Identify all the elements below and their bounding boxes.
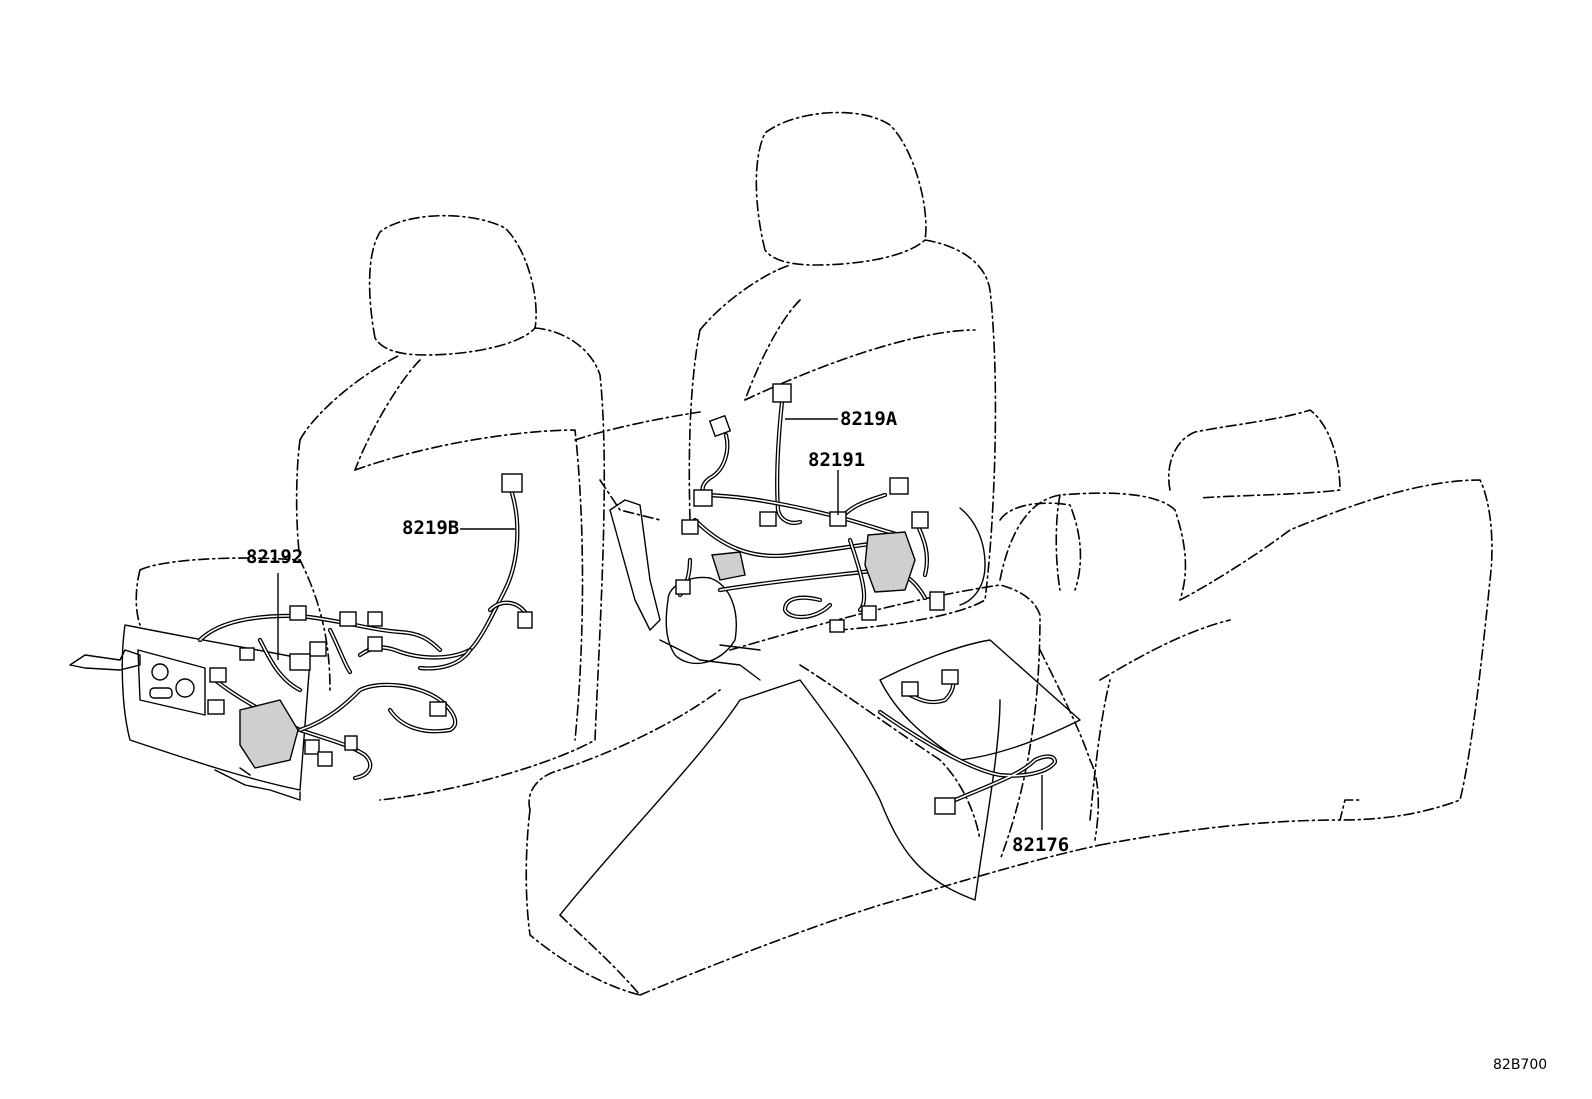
connector (517, 611, 533, 629)
left-seat-cushion-front (121, 624, 311, 791)
connector (675, 579, 691, 595)
center-seat-headrest (755, 111, 927, 266)
connector (889, 477, 909, 495)
center-seat-side-edge (959, 507, 986, 606)
connector (367, 636, 383, 652)
part-label-82192[interactable]: 82192 (246, 546, 304, 568)
left-seat-switch-lever (149, 687, 173, 699)
part-label-8219A[interactable]: 8219A (840, 408, 898, 430)
left-seat-switch-knob (175, 678, 195, 698)
part-label-8219B[interactable]: 8219B (402, 517, 460, 539)
rear-bench-lower-cushion (1039, 649, 1100, 841)
left-seat-switch-knob (151, 663, 169, 681)
rear-bench-front-panel (559, 679, 1001, 916)
connector (901, 681, 919, 697)
connector (708, 414, 732, 438)
connector (209, 667, 227, 683)
rear-bench-right-headrest (1168, 409, 1341, 499)
harness-82191 (675, 477, 945, 633)
rear-bench-center-console (799, 502, 1082, 841)
connector (344, 735, 358, 751)
rear-bench-right-back (999, 492, 1187, 601)
connector (304, 739, 320, 755)
left-seat-backrest-inner (354, 429, 584, 741)
center-seat-rail (609, 499, 661, 631)
connector (693, 489, 713, 507)
connector (289, 605, 307, 621)
rear-bench-armrest (729, 584, 1041, 861)
harness-82192 (197, 605, 458, 781)
left-seat-backrest (299, 327, 606, 801)
harness-8219B (357, 473, 533, 671)
center-seat-cushion-bolster (665, 576, 737, 665)
connector (829, 619, 845, 633)
connector (941, 669, 959, 685)
center-seat-backrest (699, 239, 997, 631)
connector (207, 699, 225, 715)
left-seat-switch-panel (137, 649, 206, 716)
left-seat-rail-lower (214, 767, 301, 801)
seat-ecu-block (239, 699, 299, 769)
connector (501, 473, 523, 493)
rear-bench-right-base (1089, 619, 1361, 846)
left-front-seat (69, 214, 606, 801)
figure-id: 82B700 (1493, 1057, 1548, 1073)
center-front-seat (574, 111, 997, 681)
connector (759, 511, 777, 527)
connector (934, 797, 956, 815)
harness-82176 (877, 669, 1058, 815)
harness-8219A (700, 383, 803, 525)
connector (339, 611, 357, 627)
connector (239, 647, 255, 661)
connector (429, 701, 447, 717)
rear-bench-outline (525, 689, 721, 996)
connector (681, 519, 699, 535)
center-seat-backrest-edge (688, 299, 976, 521)
connector (367, 611, 383, 627)
connector (289, 653, 311, 671)
part-label-82191[interactable]: 82191 (808, 449, 866, 471)
rear-bench-seat (525, 409, 1493, 996)
connector (929, 591, 945, 611)
connector (772, 383, 792, 403)
rear-bench-cushion (559, 844, 1101, 996)
connector (911, 511, 929, 529)
connector (861, 605, 877, 621)
console-lid-plate (879, 639, 1081, 761)
connector (309, 641, 327, 657)
left-seat-backrest-side (295, 359, 421, 561)
left-seat-cushion (135, 557, 331, 691)
connector (317, 751, 333, 767)
rear-bench-right-seatback (1179, 479, 1493, 821)
part-label-82176[interactable]: 82176 (1012, 834, 1070, 856)
seat-ecu-block (864, 531, 916, 593)
left-seat-rail (69, 649, 141, 671)
center-seat-backrest-lower (574, 411, 701, 521)
seat-ecu-block (711, 551, 746, 581)
left-seat-headrest (368, 214, 537, 356)
